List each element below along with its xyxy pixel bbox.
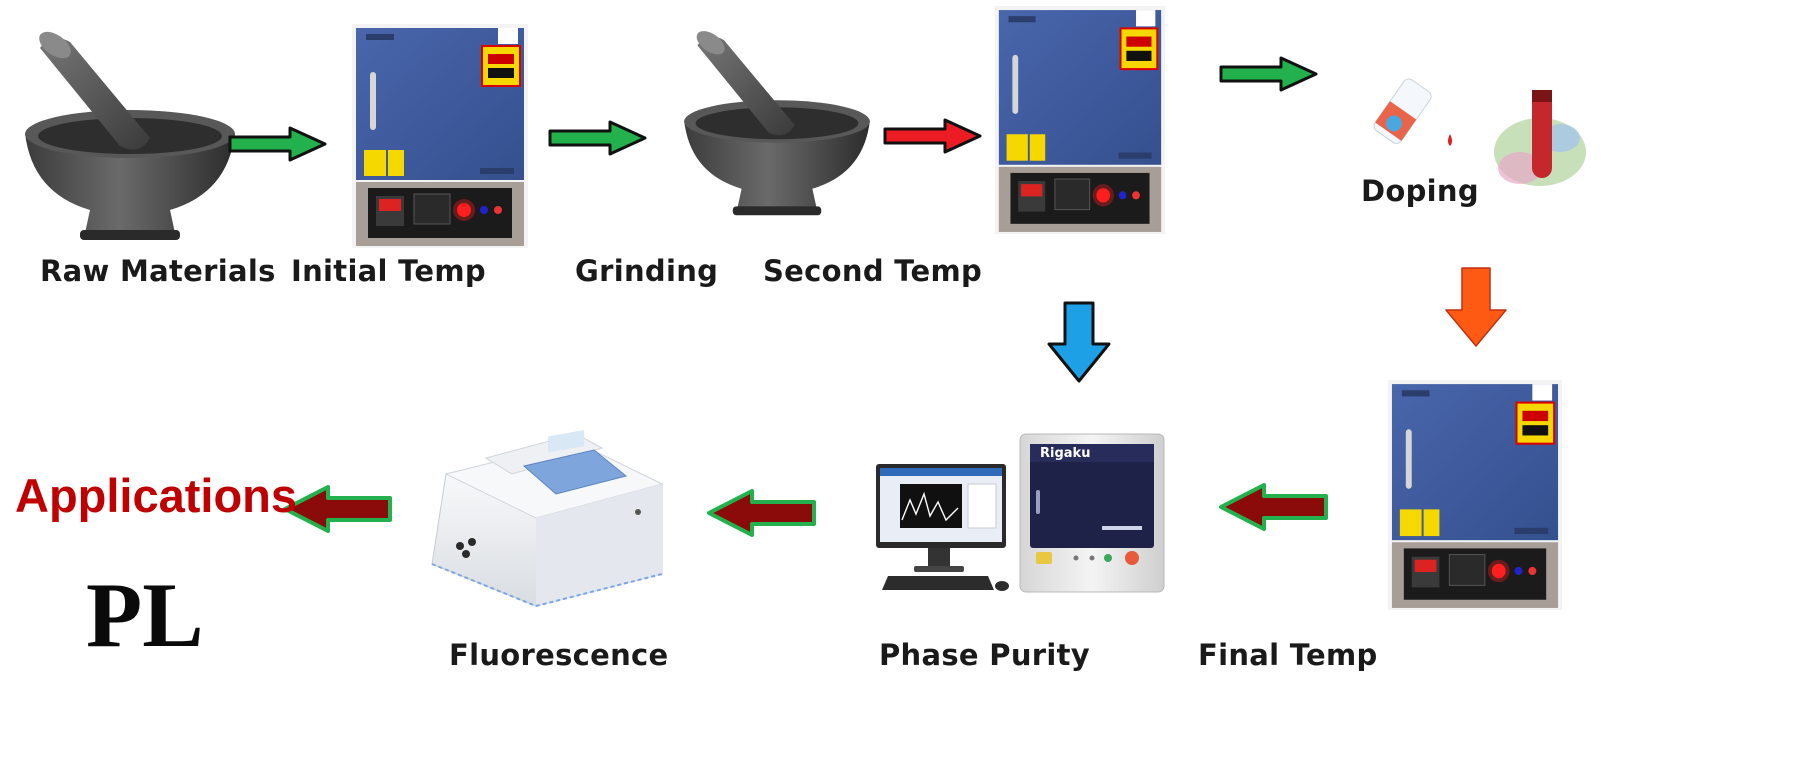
muffle-furnace-icon: [1388, 380, 1562, 610]
arrow-red-right: [883, 118, 982, 154]
pl-text: PL: [86, 564, 204, 666]
label-phase-purity: Phase Purity: [879, 638, 1091, 672]
arrow-blue-down: [1047, 301, 1111, 383]
label-doping: Doping: [1361, 174, 1479, 208]
muffle-furnace-icon: [995, 6, 1165, 234]
arrow-green-right: [228, 126, 327, 162]
arrow-maroon-left: [1219, 483, 1328, 531]
arrow-green-right: [1219, 56, 1318, 92]
arrow-green-right: [548, 120, 647, 156]
mortar-pestle-icon: [684, 31, 870, 216]
mortar-pestle-icon: [25, 31, 235, 240]
label-initial-temp: Initial Temp: [291, 254, 486, 288]
applications-text: Applications: [15, 469, 298, 522]
muffle-furnace-icon: [352, 24, 528, 248]
doping-vial-icon: [1373, 78, 1586, 186]
fluorescence-spectrometer-icon: [431, 430, 664, 608]
arrow-maroon-left: [283, 485, 392, 533]
arrow-maroon-left: [707, 489, 816, 537]
label-raw-materials: Raw Materials: [40, 254, 276, 288]
label-final-temp: Final Temp: [1198, 638, 1378, 672]
label-fluorescence: Fluorescence: [449, 638, 669, 672]
xrd-diffractometer-icon: [876, 433, 1165, 593]
label-second-temp: Second Temp: [763, 254, 983, 288]
label-grinding: Grinding: [575, 254, 719, 288]
arrow-orange-down: [1445, 267, 1507, 347]
xrd-brand-label: Rigaku: [1040, 446, 1091, 461]
